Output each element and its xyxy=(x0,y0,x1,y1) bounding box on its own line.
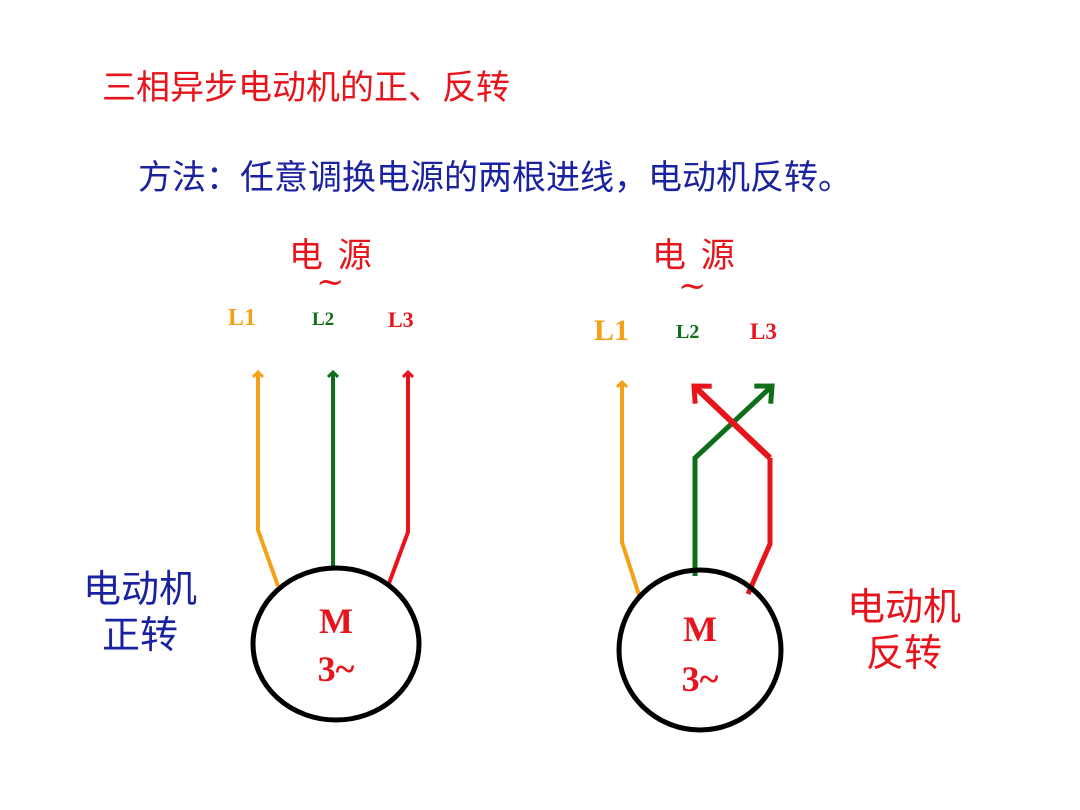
forward-label-line2: 正转 xyxy=(101,613,178,657)
left-phase-l3-label: L3 xyxy=(388,307,414,332)
right-motor-label-phase: 3~ xyxy=(681,659,719,699)
left-l1-wire xyxy=(258,372,280,587)
right-phase-l3-label: L3 xyxy=(750,319,777,344)
right-l3-wire xyxy=(745,458,773,596)
forward-rotation-label: 电动机 正转 xyxy=(72,566,208,658)
right-phase-l1-label: L1 xyxy=(594,314,630,347)
right-l2-wire-crossed xyxy=(692,383,775,576)
left-motor-label-m: M xyxy=(319,601,353,641)
forward-label-line1: 电动机 xyxy=(82,567,197,611)
right-motor-circle xyxy=(616,567,784,733)
reverse-label-line1: 电动机 xyxy=(846,585,961,629)
left-phase-l1-label: L1 xyxy=(228,305,257,331)
left-power-source-label: 电 源 xyxy=(289,236,374,276)
left-circuit xyxy=(250,372,422,723)
reverse-rotation-label: 电动机 反转 xyxy=(836,584,972,676)
right-motor-label-m: M xyxy=(683,609,717,649)
left-l3-wire xyxy=(386,372,408,587)
left-motor-circle xyxy=(250,565,422,723)
slide-title: 三相异步电动机的正、反转 xyxy=(102,68,510,108)
right-ac-tilde: ~ xyxy=(678,266,707,306)
right-l3-crossing-segment xyxy=(691,383,773,461)
right-l1-wire xyxy=(622,382,642,599)
left-motor-label-phase: 3~ xyxy=(317,649,355,689)
reverse-label-line2: 反转 xyxy=(865,631,942,675)
method-text: 方法：任意调换电源的两根进线，电动机反转。 xyxy=(138,158,852,198)
left-phase-l2-label: L2 xyxy=(312,309,335,330)
right-power-source-label: 电 源 xyxy=(652,236,737,276)
right-phase-l2-label: L2 xyxy=(676,321,700,343)
right-circuit xyxy=(616,382,784,733)
left-ac-tilde: ~ xyxy=(316,262,345,302)
